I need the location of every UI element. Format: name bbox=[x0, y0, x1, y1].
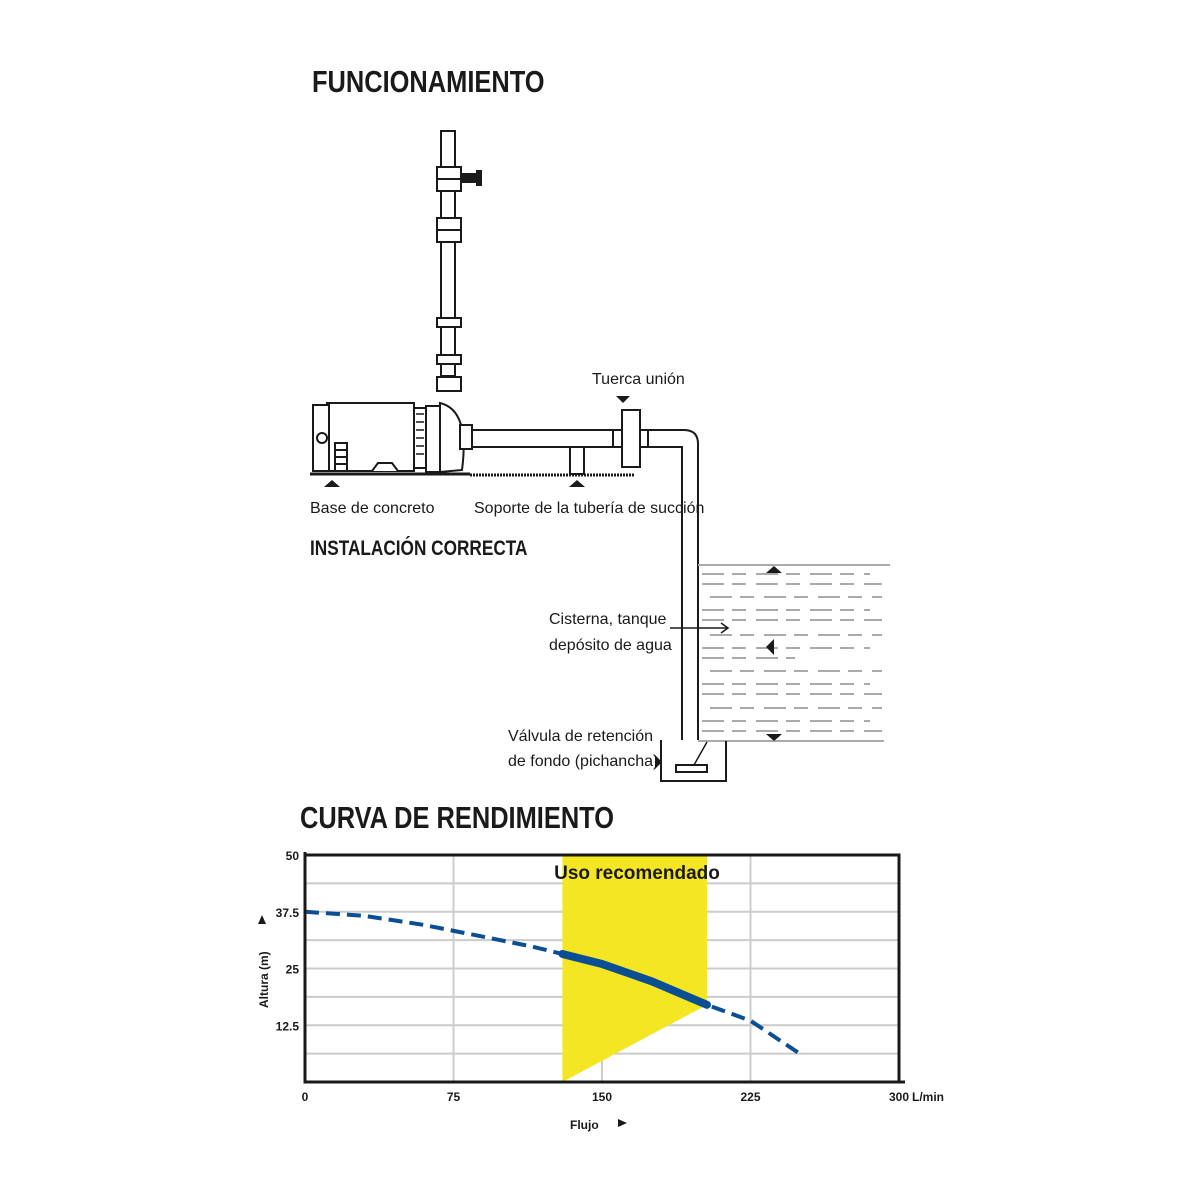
x-tick-label: 225 bbox=[740, 1090, 760, 1104]
label-cisterna-1: Cisterna, tanque bbox=[549, 611, 667, 628]
x-tick-label: 150 bbox=[592, 1090, 612, 1104]
pointer-arrow-icon bbox=[670, 622, 730, 634]
pump-motor bbox=[312, 401, 473, 474]
x-unit-label: L/min bbox=[912, 1090, 944, 1104]
arrow-marker-icon bbox=[569, 480, 585, 487]
foot-valve bbox=[675, 764, 708, 773]
label-base-concreto: Base de concreto bbox=[310, 500, 435, 517]
label-valvula-1: Válvula de retención bbox=[508, 728, 653, 745]
performance-chart: 0 75 150 225 300 12.5 25 37.5 50 Flujo Altura (m… bbox=[257, 849, 944, 1132]
installation-diagram: Tuerca unión Base de concreto Soporte de… bbox=[310, 130, 890, 782]
performance-curve-recommended bbox=[558, 949, 711, 1009]
arrow-marker-icon bbox=[655, 755, 662, 769]
arrow-marker-icon bbox=[766, 566, 782, 573]
performance-curve-dashed bbox=[304, 909, 802, 1056]
y-tick-label: 12.5 bbox=[276, 1019, 300, 1033]
arrow-marker-icon bbox=[766, 639, 774, 655]
label-cisterna-2: depósito de agua bbox=[549, 637, 672, 654]
recommended-label: Uso recomendado bbox=[554, 863, 720, 884]
x-tick-label: 0 bbox=[302, 1090, 309, 1104]
arrow-marker-icon bbox=[324, 480, 340, 487]
heading-instalacion-correcta: INSTALACIÓN CORRECTA bbox=[310, 537, 528, 560]
label-tuerca-union: Tuerca unión bbox=[592, 371, 685, 388]
y-tick-label: 37.5 bbox=[276, 906, 300, 920]
arrow-marker-icon bbox=[766, 734, 782, 741]
y-axis-arrow-icon bbox=[258, 915, 266, 924]
x-axis-arrow-icon bbox=[618, 1119, 627, 1127]
y-tick-label: 25 bbox=[286, 963, 300, 977]
x-tick-label: 300 bbox=[889, 1090, 909, 1104]
label-valvula-2: de fondo (pichancha) bbox=[508, 753, 658, 770]
suction-pipe bbox=[472, 409, 699, 740]
heading-curva-rendimiento: CURVA DE RENDIMIENTO bbox=[300, 800, 615, 835]
tank-water bbox=[698, 564, 890, 742]
discharge-pipe bbox=[436, 130, 482, 392]
x-axis-label: Flujo bbox=[570, 1118, 599, 1132]
heading-funcionamiento: FUNCIONAMIENTO bbox=[312, 64, 545, 99]
recommended-zone bbox=[562, 855, 707, 1082]
y-axis-label: Altura (m) bbox=[257, 951, 271, 1008]
foot-valve-pit bbox=[660, 740, 727, 782]
y-tick-label: 50 bbox=[286, 849, 300, 863]
chart-frame bbox=[303, 852, 905, 1084]
label-soporte: Soporte de la tubería de succión bbox=[474, 500, 704, 517]
x-tick-label: 75 bbox=[447, 1090, 461, 1104]
arrow-marker-icon bbox=[616, 396, 630, 403]
